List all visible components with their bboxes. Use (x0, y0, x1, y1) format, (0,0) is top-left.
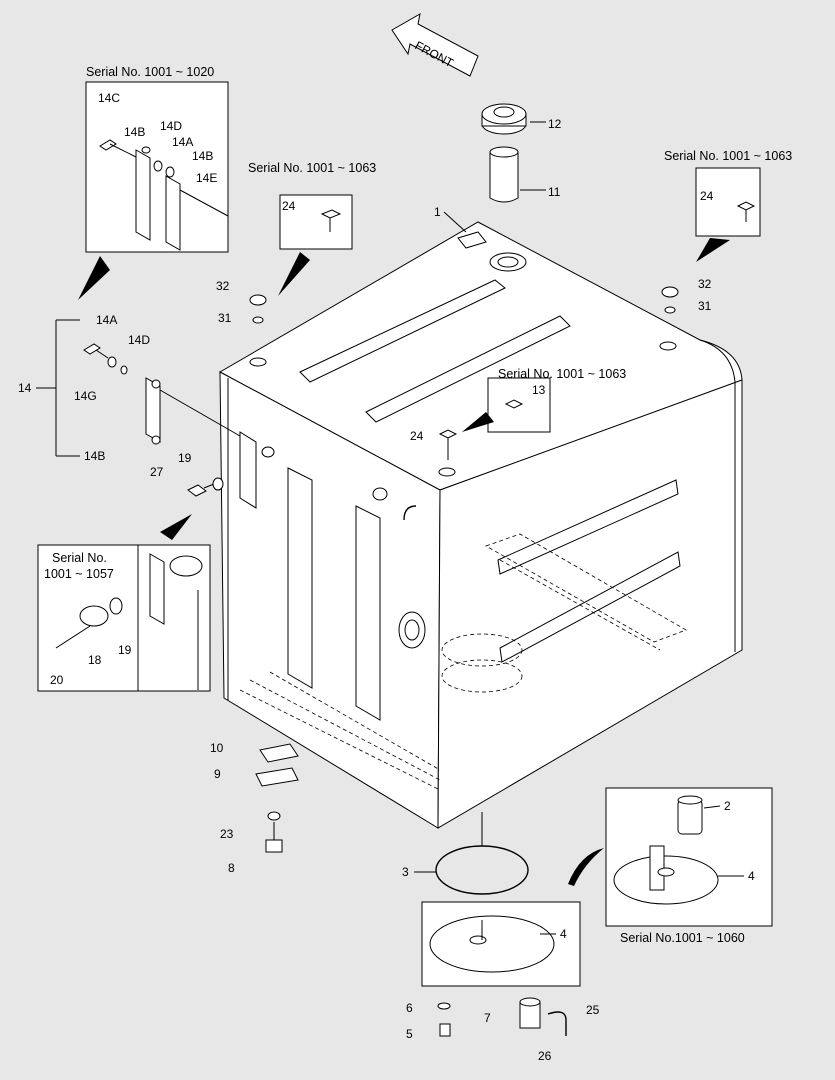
callout-14C: 14C (98, 91, 120, 105)
callout-13: 13 (532, 383, 546, 397)
callout-32: 32 (216, 279, 230, 293)
callout-14B: 14B (192, 149, 213, 163)
serial-1063-mid-label: Serial No. 1001 ~ 1063 (498, 367, 626, 381)
callout-14D: 14D (128, 333, 150, 347)
callout-31: 31 (698, 299, 712, 313)
callout-1: 1 (434, 205, 441, 219)
callout-14A: 14A (96, 313, 117, 327)
callout-24: 24 (410, 429, 424, 443)
callout-14B: 14B (84, 449, 105, 463)
callout-11: 11 (548, 185, 561, 199)
callout-8: 8 (228, 861, 235, 875)
serial-1063-right-label: Serial No. 1001 ~ 1063 (664, 149, 792, 163)
sight-gauge-group-14: 14 14A 14D 14G 14B 27 19 (18, 313, 241, 497)
callout-14: 14 (18, 381, 32, 395)
callout-20: 20 (50, 673, 64, 687)
o-ring-3: 3 (402, 812, 529, 895)
callout-5: 5 (406, 1027, 413, 1041)
bottom-mount-parts: 10 9 23 8 (210, 741, 299, 875)
callout-26: 26 (538, 1049, 552, 1063)
callout-4: 4 (560, 927, 567, 941)
callout-6: 6 (406, 1001, 413, 1015)
plug-parts: 32 31 32 31 24 1 (216, 205, 712, 460)
serial-1057-label-1: Serial No. (52, 551, 107, 565)
callout-18: 18 (88, 653, 102, 667)
callout-25: 25 (586, 1003, 600, 1017)
callout-14B: 14B (124, 125, 145, 139)
inset-serial-1060: 2 4 Serial No.1001 ~ 1060 (568, 787, 773, 945)
strainer-and-cap: 12 11 (481, 103, 562, 203)
callout-9: 9 (214, 767, 221, 781)
callout-3: 3 (402, 865, 409, 879)
callout-14E: 14E (196, 171, 217, 185)
callout-14D: 14D (160, 119, 182, 133)
callout-10: 10 (210, 741, 224, 755)
callout-19: 19 (118, 643, 132, 657)
callout-24: 24 (282, 199, 296, 213)
inset-serial-1063-mid: Serial No. 1001 ~ 1063 13 (462, 367, 626, 433)
callout-7: 7 (484, 1011, 491, 1025)
inset-serial-1020: Serial No. 1001 ~ 1020 14C 14B 14D 14A 1… (78, 65, 229, 300)
hydraulic-tank (218, 221, 743, 829)
serial-1020-label: Serial No. 1001 ~ 1020 (86, 65, 214, 79)
callout-14A: 14A (172, 135, 193, 149)
callout-14G: 14G (74, 389, 97, 403)
callout-31: 31 (218, 311, 232, 325)
callout-12: 12 (548, 117, 562, 131)
inset-serial-1063-left: Serial No. 1001 ~ 1063 24 (248, 161, 376, 296)
callout-4: 4 (748, 869, 755, 883)
callout-23: 23 (220, 827, 234, 841)
serial-1057-label-2: 1001 ~ 1057 (44, 567, 114, 581)
callout-19: 19 (178, 451, 192, 465)
serial-1063-left-label: Serial No. 1001 ~ 1063 (248, 161, 376, 175)
front-arrow: FRONT (391, 13, 479, 77)
inset-serial-1063-right: Serial No. 1001 ~ 1063 24 (664, 149, 792, 262)
inset-serial-1057: Serial No. 1001 ~ 1057 18 19 20 (37, 514, 211, 692)
callout-24: 24 (700, 189, 714, 203)
serial-1060-label: Serial No.1001 ~ 1060 (620, 931, 745, 945)
callout-27: 27 (150, 465, 164, 479)
cover-plate-assembly: 4 6 5 7 25 26 (406, 901, 600, 1063)
callout-32: 32 (698, 277, 712, 291)
callout-2: 2 (724, 799, 731, 813)
